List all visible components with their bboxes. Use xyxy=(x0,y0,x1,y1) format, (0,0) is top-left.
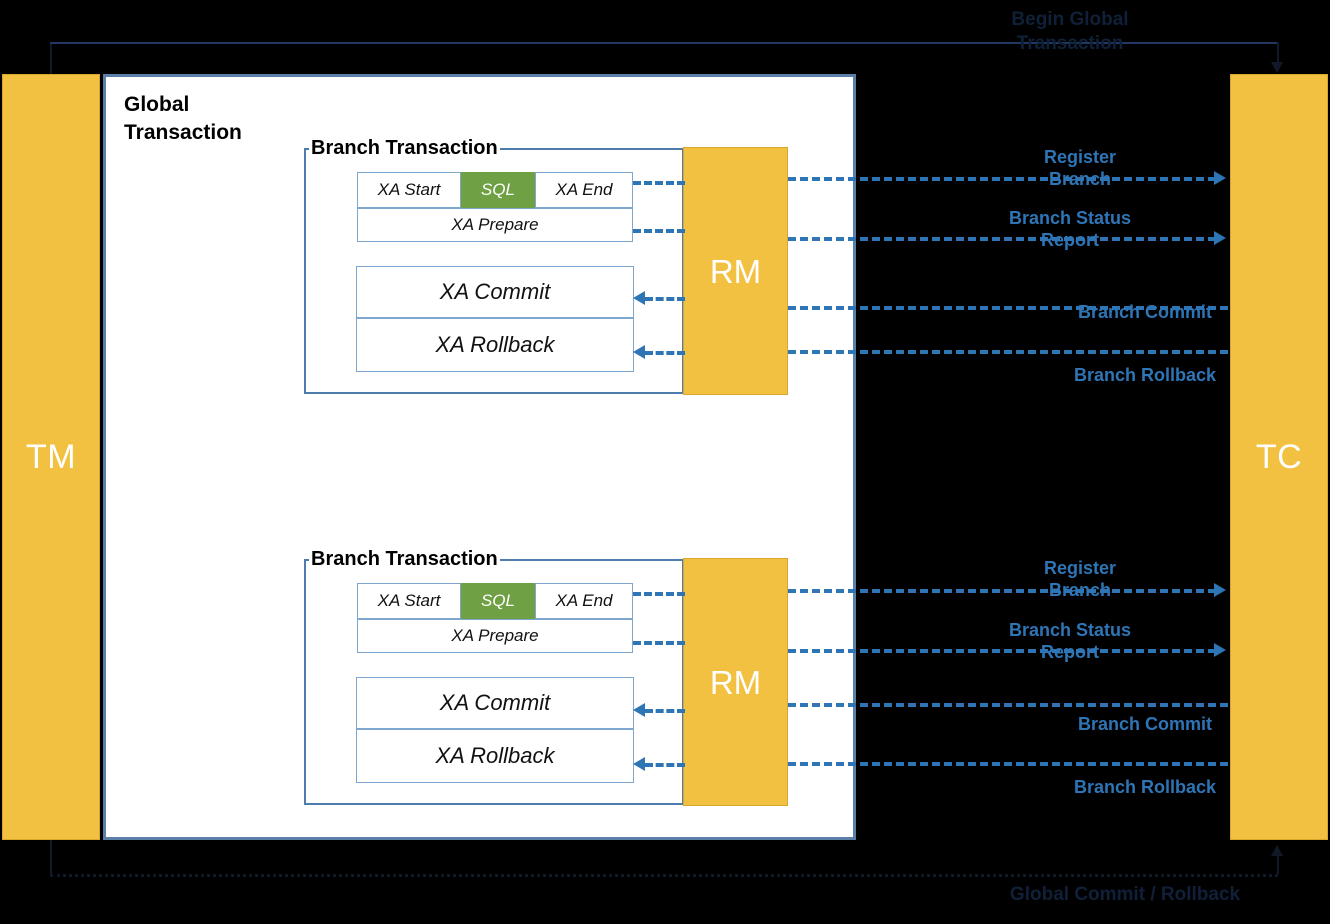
branch-commit-line-1 xyxy=(788,306,1228,310)
xa-end-to-rm-connector-1 xyxy=(633,181,685,185)
actor-rm-label-2: RM xyxy=(709,663,762,701)
actor-tc[interactable]: TC xyxy=(1230,74,1328,840)
branch-rollback-label-1: Branch Rollback xyxy=(1073,365,1217,385)
branch-rollback-label-2: Branch Rollback xyxy=(1073,777,1217,797)
rm-to-xa-commit-arrowhead-1 xyxy=(633,291,645,305)
tm-bottom-stem xyxy=(50,840,52,874)
actor-rm-label-1: RM xyxy=(709,252,762,290)
xa-commit-cell-2[interactable]: XA Commit xyxy=(356,677,634,729)
global-commit-rollback-arrowhead xyxy=(1271,845,1283,856)
branch-status-report-label-2: Branch Status Report xyxy=(1008,620,1132,662)
rm-to-xa-rollback-arrowhead-1 xyxy=(633,345,645,359)
xa-end-cell-1[interactable]: XA End xyxy=(535,172,633,208)
branch-status-report-label-1: Branch Status Report xyxy=(1008,208,1132,250)
tc-top-stem xyxy=(1277,42,1279,68)
xa-prepare-cell-2[interactable]: XA Prepare xyxy=(357,619,633,653)
actor-tc-label: TC xyxy=(1255,438,1303,476)
branch-commit-label-2: Branch Commit xyxy=(1077,714,1212,734)
rm-to-xa-rollback-connector-1 xyxy=(645,351,685,355)
branch-status-report-line-2 xyxy=(788,649,1216,653)
xa-prepare-to-rm-connector-1 xyxy=(633,229,685,233)
xa-prepare-to-rm-connector-2 xyxy=(633,641,685,645)
rm-to-xa-commit-arrowhead-2 xyxy=(633,703,645,717)
begin-global-transaction-arrowhead xyxy=(1271,62,1283,73)
actor-tm-label: TM xyxy=(25,438,77,476)
xa-commit-cell-1[interactable]: XA Commit xyxy=(356,266,634,318)
branch-transaction-title-2: Branch Transaction xyxy=(309,548,500,571)
tm-top-stem xyxy=(50,42,52,76)
global-commit-rollback-line xyxy=(50,874,1278,877)
rm-to-xa-commit-connector-1 xyxy=(645,297,685,301)
actor-rm-2[interactable]: RM xyxy=(683,558,788,806)
rm-to-xa-commit-connector-2 xyxy=(645,709,685,713)
branch-status-report-arrowhead-1 xyxy=(1214,231,1226,245)
global-transaction-title: Global Transaction xyxy=(124,93,242,145)
xa-start-cell-1[interactable]: XA Start xyxy=(357,172,461,208)
actor-rm-1[interactable]: RM xyxy=(683,147,788,395)
xa-start-cell-2[interactable]: XA Start xyxy=(357,583,461,619)
register-branch-arrowhead-2 xyxy=(1214,583,1226,597)
branch-rollback-line-2 xyxy=(788,762,1228,766)
xa-end-cell-2[interactable]: XA End xyxy=(535,583,633,619)
branch-transaction-box-1: Branch Transaction XA Start SQL XA End X… xyxy=(304,137,684,394)
register-branch-arrowhead-1 xyxy=(1214,171,1226,185)
xa-rollback-cell-2[interactable]: XA Rollback xyxy=(356,729,634,783)
rm-to-xa-rollback-connector-2 xyxy=(645,763,685,767)
branch-transaction-title-1: Branch Transaction xyxy=(309,137,500,160)
register-branch-line-2 xyxy=(788,589,1216,593)
branch-status-report-line-1 xyxy=(788,237,1216,241)
tc-bottom-stem xyxy=(1277,850,1279,874)
branch-commit-label-1: Branch Commit xyxy=(1077,302,1212,322)
xa-end-to-rm-connector-2 xyxy=(633,592,685,596)
xa-prepare-cell-1[interactable]: XA Prepare xyxy=(357,208,633,242)
xa-rollback-cell-1[interactable]: XA Rollback xyxy=(356,318,634,372)
rm-to-xa-rollback-arrowhead-2 xyxy=(633,757,645,771)
branch-rollback-line-1 xyxy=(788,350,1228,354)
global-commit-rollback-label: Global Commit / Rollback xyxy=(1009,884,1241,905)
branch-commit-line-2 xyxy=(788,703,1228,707)
begin-global-transaction-label: Begin Global Transaction xyxy=(1011,9,1129,54)
branch-transaction-box-2: Branch Transaction XA Start SQL XA End X… xyxy=(304,548,684,805)
register-branch-label-1: Register Branch xyxy=(1043,147,1117,189)
sql-cell-2[interactable]: SQL xyxy=(461,583,535,619)
begin-global-transaction-line xyxy=(50,42,1278,44)
actor-tm[interactable]: TM xyxy=(2,74,100,840)
register-branch-label-2: Register Branch xyxy=(1043,558,1117,600)
register-branch-line-1 xyxy=(788,177,1216,181)
sql-cell-1[interactable]: SQL xyxy=(461,172,535,208)
branch-status-report-arrowhead-2 xyxy=(1214,643,1226,657)
